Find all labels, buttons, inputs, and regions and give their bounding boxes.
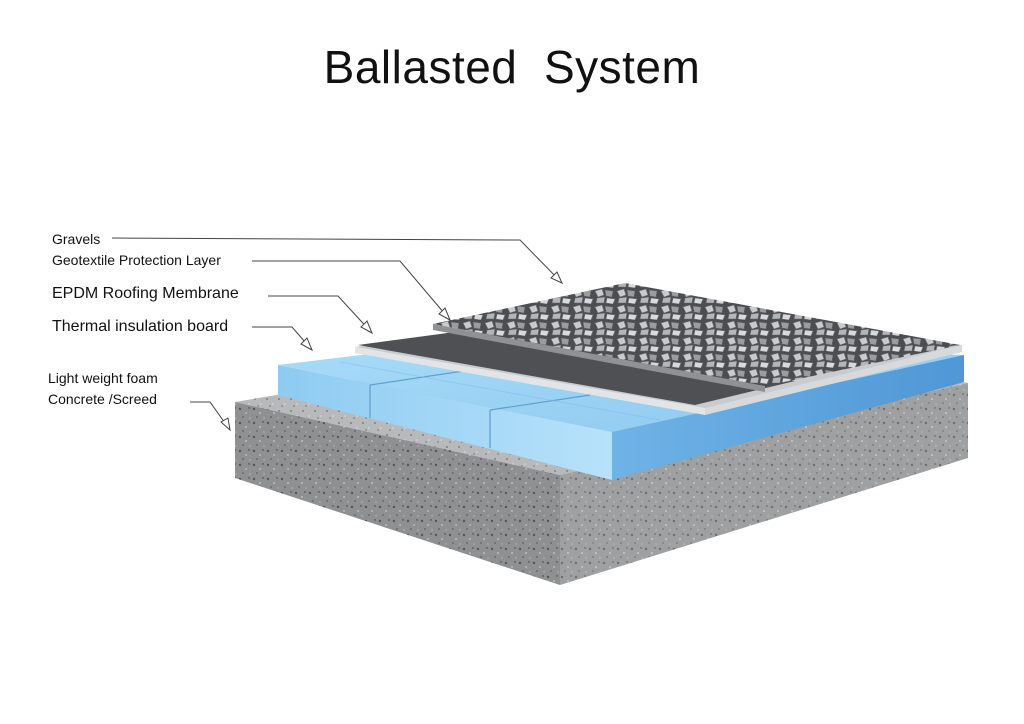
label-insulation: Thermal insulation board [52,318,229,335]
leader-insulation [252,326,313,351]
arrowhead-geotextile [438,307,452,322]
leader-arrowheads [220,271,564,432]
arrowhead-gravels [550,271,564,285]
leader-epdm [268,295,373,334]
gravel-layer [433,283,960,392]
label-geotextile: Geotextile Protection Layer [52,252,221,268]
diagram-title: Ballasted System [323,41,701,93]
label-concrete: Light weight foam Concrete /Screed [48,370,158,407]
leader-gravels [111,237,563,284]
label-epdm: EPDM Roofing Membrane [52,285,239,302]
epdm-layer [358,330,795,405]
arrowhead-insulation [300,337,314,352]
leader-concrete [190,401,231,431]
arrowhead-concrete [220,417,231,432]
label-gravels: Gravels [52,231,101,247]
leader-geotextile [252,260,451,321]
arrowhead-epdm [360,320,374,335]
